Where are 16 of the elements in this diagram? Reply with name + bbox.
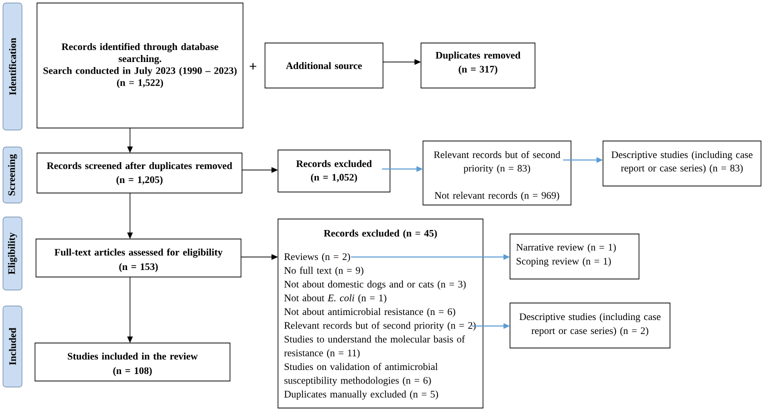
process-box: Studies included in the review (n = 108): [34, 342, 230, 382]
process-box: Duplicates removed (n = 317): [420, 42, 536, 88]
process-box: Records identified through database searching. Search conducted in July 2023 (1990 – 2023) (n = 1,522): [36, 2, 244, 128]
study-box: Descriptive studies (including case report or case series) (n = 2): [510, 302, 670, 348]
exclusion-box: Records excluded (n = 1,052): [278, 150, 390, 192]
phase-band: Eligibility: [2, 216, 22, 290]
review-box: Narrative review (n = 1) Scoping review (n = 1): [510, 234, 640, 280]
study-box: Descriptive studies (including case report or case series) (n = 83): [602, 140, 762, 186]
process-box: Full-text articles assessed for eligibility (n = 153): [36, 238, 242, 278]
phase-band: Identification: [2, 2, 22, 130]
phase-band: Screening: [2, 146, 22, 204]
exclusion-box: Relevant records but of second priority (n = 83) Not relevant records (n = 969): [422, 140, 572, 206]
phase-band: Included: [2, 306, 22, 388]
source-box: Additional source: [264, 42, 384, 88]
plus-sign: +: [250, 63, 256, 70]
process-box: Records screened after duplicates removed (n = 1,205): [36, 152, 242, 194]
